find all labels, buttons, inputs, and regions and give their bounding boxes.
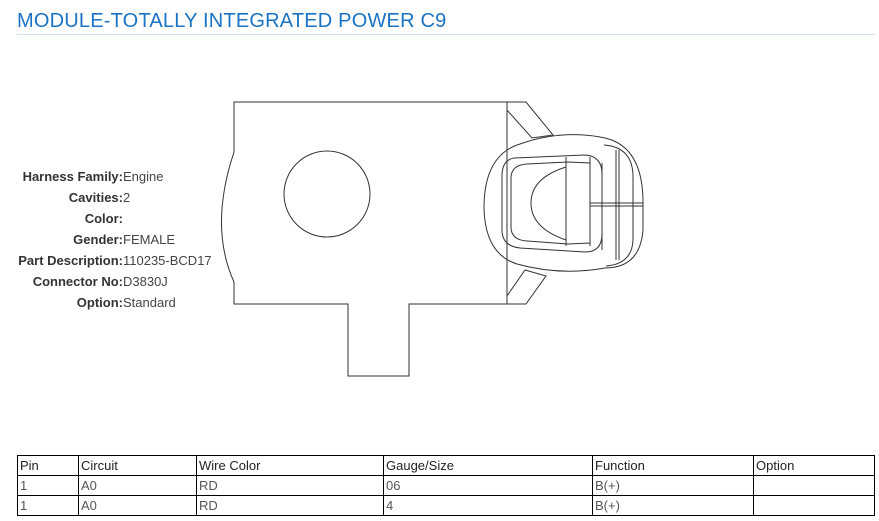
header-circuit: Circuit xyxy=(78,455,197,476)
property-value: FEMALE xyxy=(123,232,176,247)
title-divider xyxy=(17,34,875,35)
cell-option xyxy=(753,475,875,496)
property-value: 110235-BCD17 xyxy=(123,253,212,268)
property-value: 2 xyxy=(123,190,131,205)
property-label: Gender: xyxy=(73,232,123,247)
property-cavities: Cavities:2 xyxy=(12,187,212,208)
property-label: Harness Family: xyxy=(22,169,123,184)
latch-cross-line xyxy=(590,150,643,260)
property-label: Connector No: xyxy=(32,274,123,289)
header-wire-color: Wire Color xyxy=(196,455,384,476)
header-option: Option xyxy=(753,455,875,476)
cell-pin: 1 xyxy=(17,495,79,516)
connector-cavity-circle xyxy=(283,150,371,238)
property-part-description: Part Description:110235-BCD17 xyxy=(12,250,212,271)
cell-gauge-size: 4 xyxy=(383,495,593,516)
latch-inner-housing xyxy=(501,154,603,253)
table-header-row: Pin Circuit Wire Color Gauge/Size Functi… xyxy=(17,455,875,476)
property-color: Color: xyxy=(12,208,212,229)
property-value: D3830J xyxy=(123,274,168,289)
table-row: 1 A0 RD 4 B(+) xyxy=(17,495,875,516)
header-gauge-size: Gauge/Size xyxy=(383,455,593,476)
connector-body-outline xyxy=(221,101,508,377)
cell-wire-color: RD xyxy=(196,475,384,496)
connector-diagram xyxy=(221,101,644,377)
property-label: Option: xyxy=(76,295,123,310)
cell-function: B(+) xyxy=(592,495,754,516)
latch-rear-housing xyxy=(603,144,634,267)
cell-circuit: A0 xyxy=(78,495,197,516)
property-connector-no: Connector No:D3830J xyxy=(12,271,212,292)
latch-bottom-wedge xyxy=(506,269,547,305)
cell-pin: 1 xyxy=(17,475,79,496)
cell-function: B(+) xyxy=(592,475,754,496)
header-pin: Pin xyxy=(17,455,79,476)
property-harness-family: Harness Family:Engine xyxy=(12,166,212,187)
page-title: MODULE-TOTALLY INTEGRATED POWER C9 xyxy=(17,10,447,32)
pin-table: Pin Circuit Wire Color Gauge/Size Functi… xyxy=(17,455,875,516)
cell-circuit: A0 xyxy=(78,475,197,496)
property-value: Standard xyxy=(123,295,176,310)
latch-outer-housing xyxy=(483,134,644,272)
table-row: 1 A0 RD 06 B(+) xyxy=(17,475,875,496)
latch-top-wedge xyxy=(506,101,554,139)
cell-gauge-size: 06 xyxy=(383,475,593,496)
property-label: Color: xyxy=(84,211,123,226)
header-function: Function xyxy=(592,455,754,476)
connector-properties: Harness Family:Engine Cavities:2 Color: … xyxy=(12,166,212,313)
cell-wire-color: RD xyxy=(196,495,384,516)
cell-option xyxy=(753,495,875,516)
property-value: Engine xyxy=(123,169,164,184)
property-label: Part Description: xyxy=(18,253,123,268)
latch-d-shape xyxy=(530,166,567,241)
property-gender: Gender:FEMALE xyxy=(12,229,212,250)
property-option: Option:Standard xyxy=(12,292,212,313)
latch-inner-loop xyxy=(510,161,591,245)
property-label: Cavities: xyxy=(68,190,123,205)
